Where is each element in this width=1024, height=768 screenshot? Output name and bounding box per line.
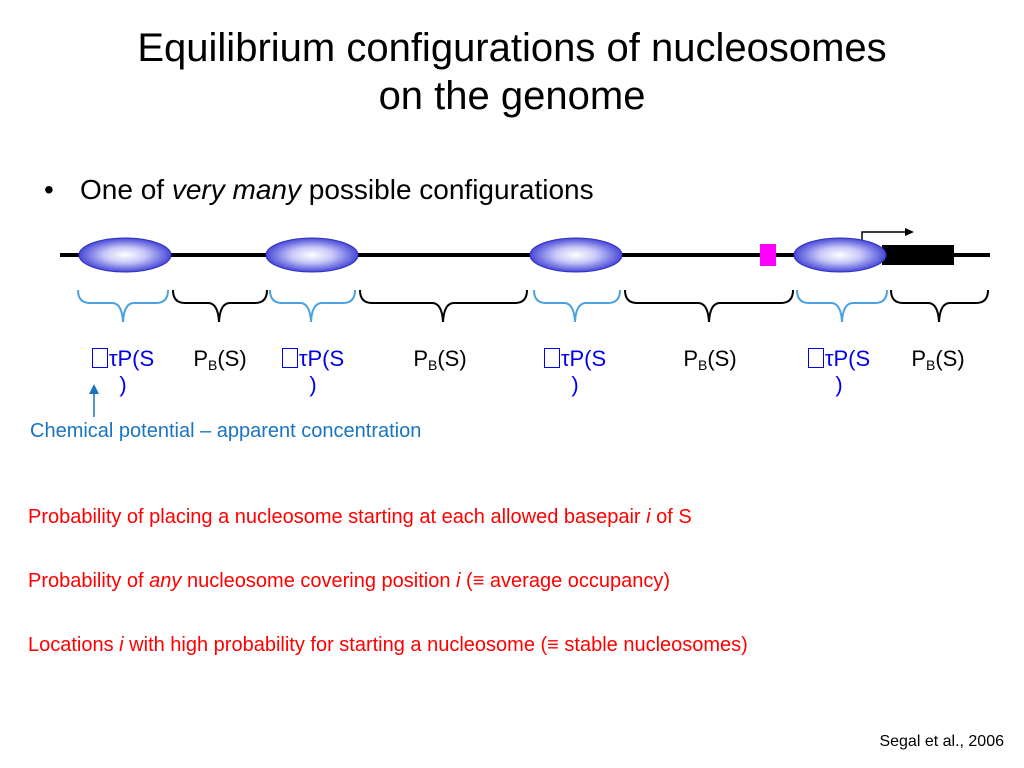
label-tau-ps-4: τP(S) bbox=[781, 346, 897, 398]
label-tau-ps-2: τP(S) bbox=[255, 346, 371, 398]
bullet-text-emphasis: very many bbox=[171, 174, 301, 205]
label-pb-3: PB(S) bbox=[683, 346, 737, 373]
chemical-potential-symbol bbox=[91, 348, 108, 368]
label-pb-4: PB(S) bbox=[911, 346, 965, 373]
nucleosome-2 bbox=[265, 237, 359, 273]
brace-nucleosome-3 bbox=[533, 289, 621, 323]
nucleosome-4 bbox=[793, 237, 887, 273]
label-tau-ps-1: τP(S) bbox=[65, 346, 181, 398]
brace-linker-2 bbox=[359, 289, 528, 323]
title-line-2: on the genome bbox=[378, 74, 646, 118]
title-line-1: Equilibrium configurations of nucleosome… bbox=[137, 26, 887, 70]
label-pb-1: PB(S) bbox=[193, 346, 247, 373]
nucleosome-1 bbox=[78, 237, 172, 273]
bullet-text-pre: One of bbox=[80, 174, 172, 205]
bullet-text-post: possible configurations bbox=[301, 174, 594, 205]
label-tau-ps-3: τP(S) bbox=[517, 346, 633, 398]
chemical-potential-note: Chemical potential – apparent concentrat… bbox=[30, 420, 422, 442]
probability-line-2: Probability of any nucleosome covering p… bbox=[28, 570, 671, 592]
nucleosome-3 bbox=[529, 237, 623, 273]
chemical-potential-symbol bbox=[807, 348, 824, 368]
brace-nucleosome-1 bbox=[77, 289, 169, 323]
slide-title: Equilibrium configurations of nucleosome… bbox=[0, 24, 1024, 120]
probability-line-3: Locations i with high probability for st… bbox=[28, 634, 748, 656]
brace-nucleosome-2 bbox=[269, 289, 356, 323]
brace-linker-3 bbox=[624, 289, 794, 323]
bullet-marker: • bbox=[44, 174, 54, 205]
note-arrow-head bbox=[89, 384, 99, 394]
chemical-potential-symbol bbox=[281, 348, 298, 368]
brace-linker-4 bbox=[890, 289, 989, 323]
bullet-point: • One of very many possible configuration… bbox=[44, 170, 594, 210]
citation: Segal et al., 2006 bbox=[879, 733, 1004, 750]
transcription-arrow-head bbox=[905, 228, 914, 236]
binding-site bbox=[760, 244, 776, 266]
chemical-potential-symbol bbox=[543, 348, 560, 368]
brace-nucleosome-4 bbox=[796, 289, 888, 323]
brace-linker-1 bbox=[172, 289, 268, 323]
probability-line-1: Probability of placing a nucleosome star… bbox=[28, 506, 692, 528]
label-pb-2: PB(S) bbox=[413, 346, 467, 373]
gene-body bbox=[882, 245, 954, 265]
